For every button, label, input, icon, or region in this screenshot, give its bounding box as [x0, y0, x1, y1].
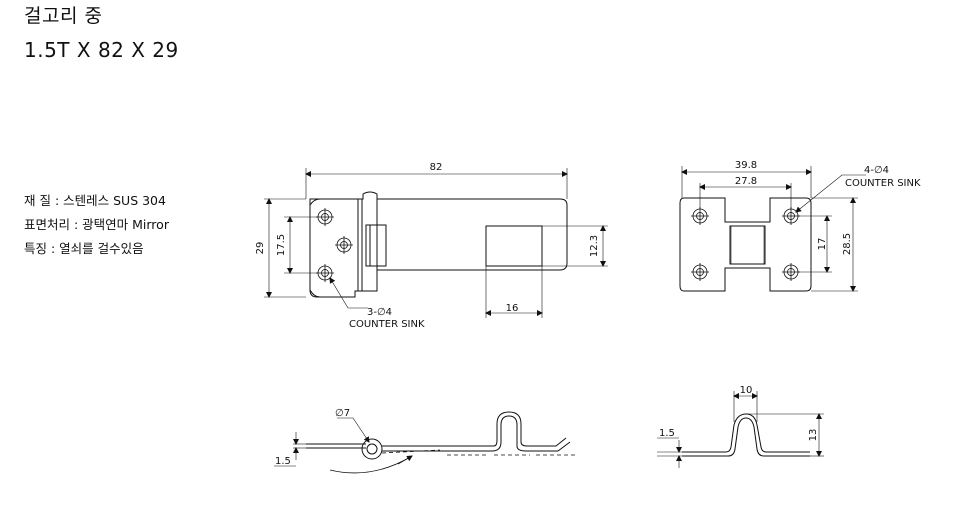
- staple-front-view: [679, 166, 866, 292]
- staple-holes-label: 4-∅4: [864, 165, 889, 176]
- dim-staple-thickness: 1.5: [659, 428, 675, 439]
- dim-width-82: 82: [430, 162, 443, 173]
- dim-slot-width: 16: [506, 303, 519, 314]
- hasp-side-plate: [306, 443, 366, 449]
- staple-side-view: [657, 391, 824, 468]
- hasp-plate-outline: [309, 191, 568, 298]
- countersunk-hole: [782, 263, 800, 281]
- front-holes-sink: COUNTER SINK: [349, 319, 425, 330]
- hasp-side-view: [274, 411, 576, 474]
- countersunk-hole: [316, 208, 334, 226]
- staple-loop: [729, 225, 766, 265]
- dim-staple-hole-spacing: 17: [817, 238, 828, 251]
- dim-loop-width: 10: [740, 385, 753, 396]
- staple-outline: [679, 197, 812, 292]
- countersunk-hole: [316, 264, 334, 282]
- hinge-pin: [361, 438, 383, 460]
- hasp-slot: [485, 225, 543, 267]
- countersunk-hole: [782, 207, 800, 225]
- dim-height-29: 29: [255, 242, 266, 255]
- spec-surface: 표면처리 : 광택연마 Mirror: [24, 217, 169, 232]
- spec-material: 재 질 : 스텐레스 SUS 304: [24, 193, 166, 208]
- hasp-front-view: [264, 168, 608, 318]
- dim-staple-height: 28.5: [842, 233, 853, 255]
- spec-feature: 특징 : 열쇠를 걸수있음: [24, 241, 144, 256]
- dim-slot-height: 12.3: [589, 235, 600, 257]
- front-holes-label: 3-∅4: [367, 307, 392, 318]
- product-size: 1.5T X 82 X 29: [24, 38, 179, 62]
- countersunk-hole: [335, 236, 353, 254]
- dim-staple-outer-width: 39.8: [735, 160, 757, 171]
- countersunk-hole: [691, 207, 709, 225]
- hinge-barrel: [365, 224, 387, 267]
- product-name: 걸고리 중: [24, 5, 103, 27]
- hinge-knuckle: [357, 199, 378, 291]
- dim-staple-side-height: 13: [808, 429, 819, 442]
- staple-holes-sink: COUNTER SINK: [845, 178, 921, 189]
- dim-hole-spacing: 17.5: [276, 234, 287, 256]
- dim-staple-inner-width: 27.8: [735, 176, 757, 187]
- countersunk-hole: [691, 263, 709, 281]
- dim-pin-diameter: ∅7: [335, 408, 350, 419]
- dim-side-thickness: 1.5: [275, 456, 291, 467]
